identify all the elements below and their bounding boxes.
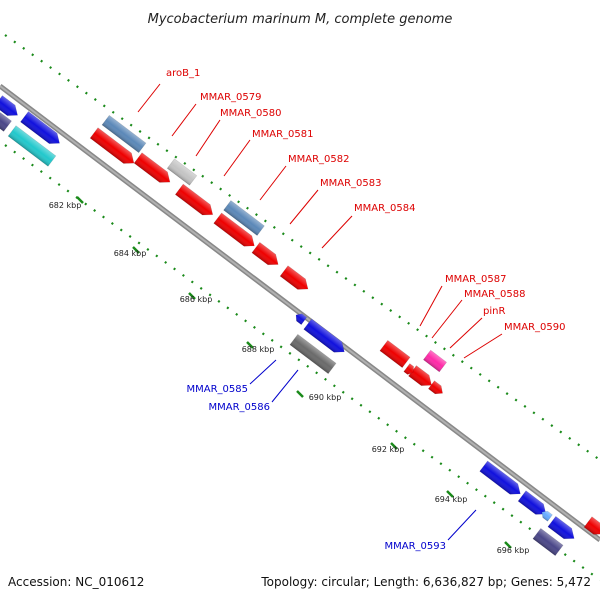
leader-line	[171, 103, 197, 137]
gene-mmar-0583b[interactable]	[213, 212, 259, 251]
kbp-tick-mark	[188, 292, 196, 300]
outer-tick-track	[4, 34, 600, 461]
gene-label[interactable]: MMAR_0587	[445, 274, 507, 285]
gene-label[interactable]: MMAR_0586	[209, 402, 271, 413]
kbp-tick-label: 692 kbp	[372, 445, 405, 454]
genome-backbone	[0, 84, 600, 542]
kbp-tick-label: 696 kbp	[497, 546, 530, 555]
gene-labels: aroB_1MMAR_0579MMAR_0580MMAR_0581MMAR_05…	[137, 68, 566, 552]
gene-mmar-0579[interactable]	[89, 127, 138, 169]
kbp-tick-mark	[76, 196, 84, 204]
leader-line	[259, 165, 287, 201]
gene-left-blue-1[interactable]	[0, 95, 21, 121]
gene-pinr[interactable]	[422, 349, 448, 373]
inner-tick-track-upper	[4, 144, 600, 581]
gene-mmar-0593b[interactable]	[517, 490, 550, 519]
kbp-tick-label: 688 kbp	[242, 345, 275, 354]
leader-line	[223, 139, 251, 177]
backbone-line-inner	[0, 85, 600, 541]
leader-line	[431, 299, 463, 339]
leader-line	[419, 285, 443, 327]
gene-label[interactable]: MMAR_0593	[385, 541, 447, 552]
leader-line	[249, 359, 277, 385]
gene-label[interactable]: MMAR_0580	[220, 108, 282, 119]
tick-tracks	[4, 34, 600, 581]
leader-line	[449, 317, 483, 349]
gene-arob-1[interactable]	[101, 114, 147, 154]
leader-line	[137, 83, 161, 113]
gene-mmar-0583[interactable]	[174, 183, 216, 220]
gene-features	[0, 95, 600, 557]
gene-mmar-0582[interactable]	[223, 200, 265, 236]
kbp-tick-mark	[132, 246, 140, 254]
gene-label[interactable]: MMAR_0583	[320, 178, 382, 189]
gene-label[interactable]: MMAR_0582	[288, 154, 350, 165]
gene-left-navy[interactable]	[0, 112, 12, 132]
gene-label[interactable]: aroB_1	[166, 68, 200, 79]
kbp-tick-mark	[246, 341, 254, 349]
gene-mmar-0594[interactable]	[547, 515, 578, 543]
gene-label[interactable]: MMAR_0581	[252, 129, 314, 140]
gene-mmar-0584[interactable]	[279, 265, 312, 294]
gene-left-blue-2[interactable]	[20, 111, 64, 149]
kbp-tick-mark	[446, 490, 454, 498]
gene-label[interactable]: MMAR_0579	[200, 92, 262, 103]
leader-line	[321, 215, 353, 249]
topology-summary: Topology: circular; Length: 6,636,827 bp…	[260, 575, 591, 589]
kbp-tick-label: 686 kbp	[180, 295, 213, 304]
gene-mmar-0584a[interactable]	[251, 241, 282, 269]
leader-line	[447, 509, 477, 541]
kbp-tick-label: 682 kbp	[49, 201, 82, 210]
leader-line	[289, 189, 319, 225]
gene-mmar-0588[interactable]	[408, 365, 436, 391]
gene-mmar-0585b[interactable]	[303, 318, 349, 357]
gene-mmar-0587[interactable]	[379, 339, 411, 369]
kbp-tick-label: 694 kbp	[435, 495, 468, 504]
gene-mmar-0581[interactable]	[133, 152, 174, 188]
gene-label[interactable]: MMAR_0590	[504, 322, 566, 333]
kbp-tick-mark	[296, 390, 304, 398]
leader-line	[271, 369, 299, 403]
gene-mmar-0580[interactable]	[166, 158, 198, 186]
gene-label[interactable]: MMAR_0588	[464, 289, 526, 300]
gene-mmar-0585[interactable]	[293, 311, 308, 326]
gene-mmar-0586[interactable]	[289, 333, 337, 375]
gene-left-cyan[interactable]	[7, 125, 57, 167]
accession-label: Accession: NC_010612	[8, 575, 144, 589]
gene-label[interactable]: MMAR_0585	[187, 384, 249, 395]
gene-label[interactable]: MMAR_0584	[354, 203, 416, 214]
gene-mmar-0593[interactable]	[532, 527, 564, 557]
kbp-scale: 682 kbp 684 kbp 686 kbp 688 kbp 690 kbp 692 k…	[49, 196, 530, 555]
kbp-tick-mark	[390, 442, 398, 450]
kbp-tick-mark	[504, 541, 512, 549]
map-title: Mycobacterium marinum M, complete genome	[148, 12, 453, 27]
gene-mmar-0590[interactable]	[427, 380, 445, 397]
leader-line	[195, 119, 221, 157]
gene-label[interactable]: pinR	[483, 306, 505, 317]
gene-small-lightblue[interactable]	[540, 509, 553, 522]
kbp-tick-label: 684 kbp	[114, 249, 147, 258]
gene-mmar-0593a[interactable]	[479, 460, 525, 499]
kbp-tick-label: 690 kbp	[309, 393, 342, 402]
gene-mmar-0587b[interactable]	[403, 363, 416, 377]
leader-line	[463, 333, 503, 359]
